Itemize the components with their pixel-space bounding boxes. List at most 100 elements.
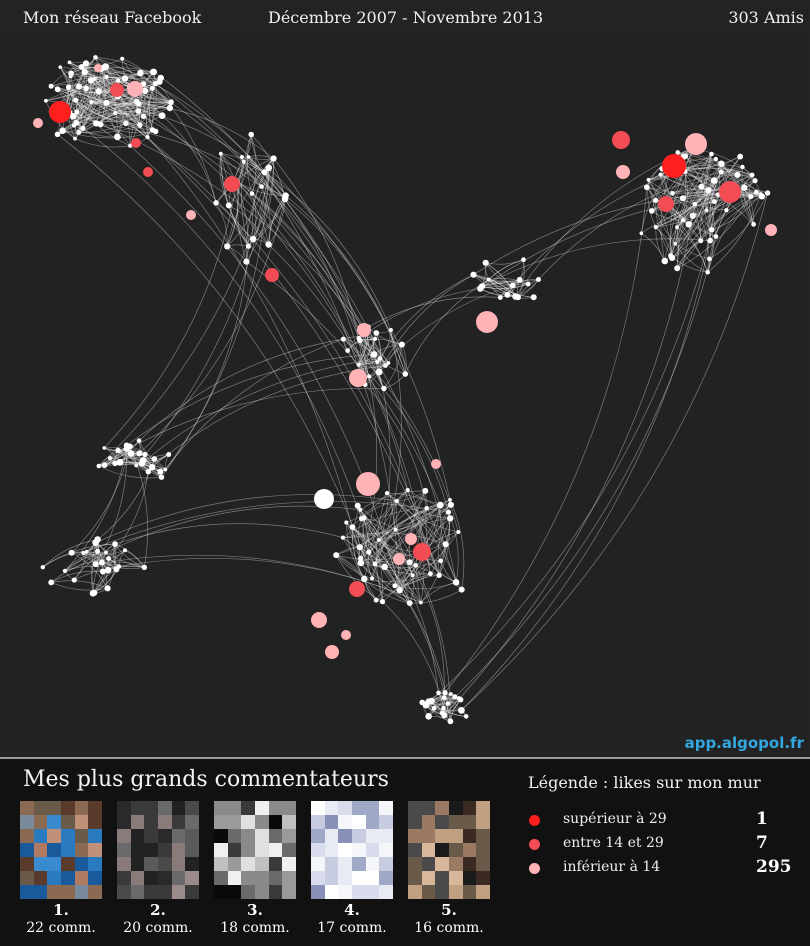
graph-node-highlight[interactable] [325, 645, 339, 659]
graph-node[interactable] [104, 566, 112, 574]
graph-node[interactable] [96, 463, 102, 469]
graph-node-highlight[interactable] [186, 210, 196, 220]
graph-node[interactable] [113, 110, 118, 116]
graph-node[interactable] [103, 99, 110, 106]
graph-node[interactable] [497, 295, 503, 300]
graph-node[interactable] [458, 697, 464, 703]
graph-node[interactable] [452, 579, 460, 586]
graph-node[interactable] [644, 184, 650, 191]
graph-node[interactable] [158, 474, 165, 480]
graph-node-highlight[interactable] [265, 268, 279, 282]
graph-node[interactable] [248, 131, 254, 138]
graph-node[interactable] [104, 585, 111, 592]
graph-node[interactable] [445, 509, 452, 515]
graph-node[interactable] [689, 212, 696, 219]
graph-node-highlight[interactable] [765, 224, 777, 236]
graph-node[interactable] [80, 125, 86, 131]
graph-node[interactable] [504, 291, 511, 298]
graph-node[interactable] [145, 469, 151, 475]
graph-node[interactable] [413, 563, 419, 568]
graph-node[interactable] [89, 100, 94, 105]
graph-node[interactable] [141, 87, 149, 94]
graph-node[interactable] [246, 155, 251, 159]
graph-node[interactable] [422, 487, 429, 494]
graph-node[interactable] [406, 600, 413, 606]
graph-node-highlight[interactable] [49, 101, 71, 123]
graph-node[interactable] [692, 201, 698, 207]
graph-node[interactable] [456, 530, 461, 534]
graph-node[interactable] [669, 254, 676, 261]
graph-node[interactable] [383, 363, 388, 368]
graph-node[interactable] [213, 200, 219, 206]
graph-node[interactable] [116, 458, 124, 466]
graph-node[interactable] [140, 113, 146, 119]
graph-node[interactable] [104, 550, 108, 555]
graph-node[interactable] [104, 74, 109, 80]
graph-node[interactable] [710, 177, 718, 184]
graph-node[interactable] [344, 520, 349, 525]
graph-node[interactable] [357, 559, 365, 567]
graph-node[interactable] [402, 371, 409, 377]
graph-node-highlight[interactable] [476, 311, 498, 333]
graph-node[interactable] [225, 202, 232, 209]
graph-node[interactable] [447, 515, 454, 522]
graph-node[interactable] [141, 564, 147, 570]
graph-node[interactable] [447, 718, 454, 725]
graph-node[interactable] [166, 104, 173, 112]
graph-node[interactable] [54, 131, 61, 138]
graph-node[interactable] [94, 536, 101, 543]
graph-node-highlight[interactable] [357, 323, 371, 337]
graph-node[interactable] [379, 599, 386, 605]
avatar[interactable] [214, 801, 296, 899]
graph-node[interactable] [345, 348, 350, 353]
commenter-2[interactable]: 2. 20 comm. [112, 801, 204, 936]
graph-node-highlight[interactable] [127, 81, 143, 97]
graph-node[interactable] [737, 153, 744, 160]
graph-node[interactable] [115, 447, 121, 454]
graph-node[interactable] [68, 74, 73, 79]
graph-node[interactable] [152, 80, 158, 87]
graph-node[interactable] [115, 78, 121, 83]
graph-node[interactable] [102, 446, 107, 450]
graph-node[interactable] [470, 271, 477, 278]
graph-node[interactable] [406, 559, 413, 565]
graph-node[interactable] [106, 556, 111, 561]
graph-node[interactable] [78, 64, 85, 70]
graph-node[interactable] [265, 241, 272, 248]
graph-node[interactable] [44, 98, 48, 103]
graph-node[interactable] [157, 74, 164, 82]
graph-node[interactable] [705, 269, 710, 275]
graph-node[interactable] [243, 258, 250, 265]
graph-node[interactable] [373, 597, 379, 603]
graph-node[interactable] [136, 450, 143, 457]
network-graph[interactable] [6, 32, 806, 758]
graph-node[interactable] [718, 160, 725, 167]
graph-node[interactable] [249, 191, 255, 196]
graph-node[interactable] [74, 109, 80, 115]
graph-node[interactable] [713, 156, 718, 162]
graph-node[interactable] [639, 231, 644, 235]
graph-node[interactable] [361, 575, 368, 583]
graph-node[interactable] [145, 135, 150, 140]
graph-node-highlight[interactable] [405, 533, 417, 545]
graph-node[interactable] [410, 573, 415, 578]
graph-node[interactable] [76, 83, 82, 90]
graph-node[interactable] [163, 467, 168, 472]
graph-node[interactable] [58, 65, 62, 69]
graph-node[interactable] [136, 100, 142, 107]
graph-node[interactable] [381, 385, 387, 392]
graph-node[interactable] [521, 257, 526, 263]
graph-node[interactable] [436, 572, 442, 579]
graph-node[interactable] [741, 184, 748, 191]
graph-node-highlight[interactable] [413, 543, 431, 561]
graph-node[interactable] [48, 579, 55, 586]
graph-node[interactable] [438, 558, 444, 564]
graph-node[interactable] [422, 701, 430, 709]
graph-node[interactable] [138, 460, 145, 467]
graph-node[interactable] [512, 293, 519, 300]
graph-node[interactable] [249, 235, 257, 243]
graph-node[interactable] [340, 336, 346, 342]
graph-node[interactable] [649, 208, 655, 214]
graph-node-highlight[interactable] [131, 138, 141, 148]
graph-node[interactable] [81, 550, 86, 556]
